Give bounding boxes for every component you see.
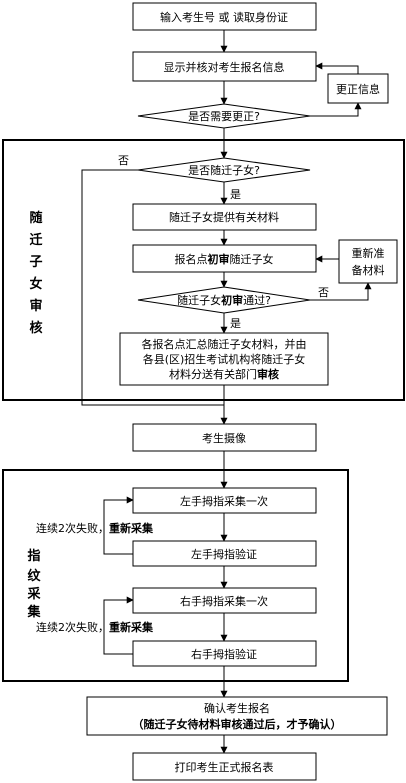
svg-text:审: 审 [29,298,42,314]
svg-text:迁: 迁 [29,232,42,248]
svg-text:右手拇指采集一次: 右手拇指采集一次 [180,594,268,608]
svg-text:是否随迁子女?: 是否随迁子女? [188,163,260,177]
svg-text:右手拇指验证: 右手拇指验证 [191,647,257,661]
svg-text:各报名点汇总随迁子女材料，并由: 各报名点汇总随迁子女材料，并由 [142,337,307,351]
svg-text:打印考生正式报名表: 打印考生正式报名表 [175,760,274,774]
migrant-review-section [2,139,405,401]
right-verify-box [132,640,317,667]
prelim-fail-label: 否 [318,286,329,299]
svg-text:更正信息: 更正信息 [336,82,380,96]
svg-text:重新准: 重新准 [352,246,385,260]
confirm-box [86,696,388,736]
svg-text:确认考生报名: 确认考生报名 [204,701,270,715]
svg-text:（随迁子女待材料审核通过后，才予确认）: （随迁子女待材料审核通过后，才予确认） [133,717,342,731]
resubmit-materials-box [338,239,398,284]
svg-text:显示并核对考生报名信息: 显示并核对考生报名信息 [164,60,285,74]
svg-text:女: 女 [29,276,42,292]
migrant-review-title: 随 迁 子 女 审 核 [29,210,42,336]
svg-text:报名点初审随迁子女: 报名点初审随迁子女 [175,252,274,266]
prelim-pass-yes-label: 是 [230,317,241,330]
svg-text:左手拇指验证: 左手拇指验证 [191,547,257,561]
svg-text:采: 采 [26,586,41,602]
left-retry-label: 连续2次失败，重新采集 [36,521,154,535]
svg-text:左手拇指采集一次: 左手拇指采集一次 [180,494,268,508]
svg-text:随迁子女提供有关材料: 随迁子女提供有关材料 [169,210,279,224]
left-verify-box [132,540,317,567]
svg-text:纹: 纹 [27,568,41,584]
flow-arrows [81,30,372,754]
svg-text:备材料: 备材料 [352,263,385,277]
svg-text:子: 子 [29,255,42,270]
input-id-box [132,2,317,31]
migrant-yes-label: 是 [230,188,241,201]
right-collect-box [132,587,317,614]
left-collect-box [132,487,317,514]
svg-text:是否需要更正?: 是否需要更正? [188,110,260,123]
svg-text:输入考生号 或 读取身份证: 输入考生号 或 读取身份证 [160,10,288,24]
svg-text:考生摄像: 考生摄像 [202,431,246,445]
svg-text:材料分送有关部门审核: 材料分送有关部门审核 [169,367,279,381]
right-retry-label: 连续2次失败，重新采集 [36,620,154,634]
svg-text:各县(区)招生考试机构将随迁子女: 各县(区)招生考试机构将随迁子女 [143,352,306,366]
print-box [132,752,317,781]
svg-text:集: 集 [26,604,41,620]
fingerprint-section [2,469,349,682]
svg-text:随: 随 [29,210,42,226]
svg-text:核: 核 [29,320,42,336]
fingerprint-title: 指 纹 采 集 [26,548,41,620]
not-migrant-label: 否 [118,154,129,167]
svg-text:指: 指 [27,548,40,564]
correct-info-box [327,73,389,104]
svg-text:随迁子女初审通过?: 随迁子女初审通过? [177,293,271,307]
